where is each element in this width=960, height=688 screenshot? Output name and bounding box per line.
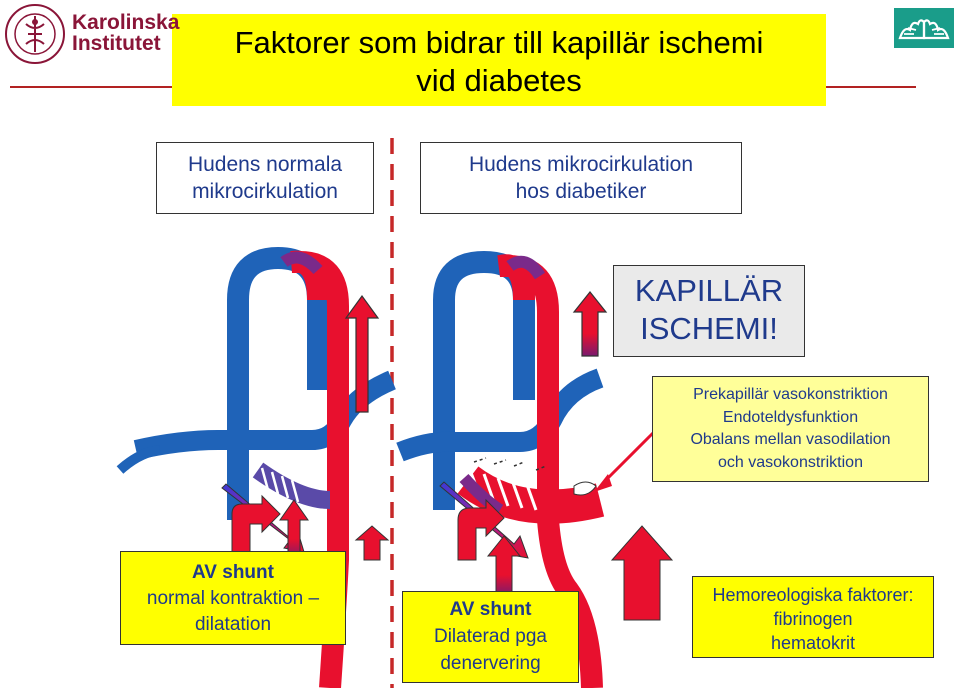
header-normal-line-2: mikrocirkulation <box>157 178 373 205</box>
hemorheology-box: Hemoreologiska faktorer: fibrinogen hema… <box>692 576 934 658</box>
hemorheology-line-3: hematokrit <box>693 631 933 655</box>
ischemia-line-2: ISCHEMI! <box>614 310 804 348</box>
hemorheology-line-2: fibrinogen <box>693 607 933 631</box>
av-diabetic-line-1: AV shunt <box>403 596 578 623</box>
capillary-ischemia-box: KAPILLÄR ISCHEMI! <box>613 265 805 357</box>
av-shunt-diabetic-box: AV shunt Dilaterad pga denervering <box>402 591 579 683</box>
hemorheology-line-1: Hemoreologiska faktorer: <box>693 583 933 607</box>
header-normal-line-1: Hudens normala <box>157 151 373 178</box>
factors-line-4: och vasokonstriktion <box>653 452 928 475</box>
ischemia-line-1: KAPILLÄR <box>614 272 804 310</box>
av-diabetic-line-3: denervering <box>403 650 578 677</box>
header-normal-microcirculation: Hudens normala mikrocirkulation <box>156 142 374 214</box>
header-diabetic-line-2: hos diabetiker <box>421 178 741 205</box>
av-diabetic-line-2: Dilaterad pga <box>403 623 578 650</box>
precapillary-factors-box: Prekapillär vasokonstriktion Endoteldysf… <box>652 376 929 482</box>
av-shunt-normal-box: AV shunt normal kontraktion – dilatation <box>120 551 346 645</box>
factors-line-2: Endoteldysfunktion <box>653 407 928 430</box>
av-normal-line-2: normal kontraktion – <box>121 586 345 612</box>
header-diabetic-line-1: Hudens mikrocirkulation <box>421 151 741 178</box>
factors-line-3: Obalans mellan vasodilation <box>653 429 928 452</box>
factors-line-1: Prekapillär vasokonstriktion <box>653 384 928 407</box>
av-normal-line-1: AV shunt <box>121 560 345 586</box>
av-normal-line-3: dilatation <box>121 612 345 638</box>
header-diabetic-microcirculation: Hudens mikrocirkulation hos diabetiker <box>420 142 742 214</box>
